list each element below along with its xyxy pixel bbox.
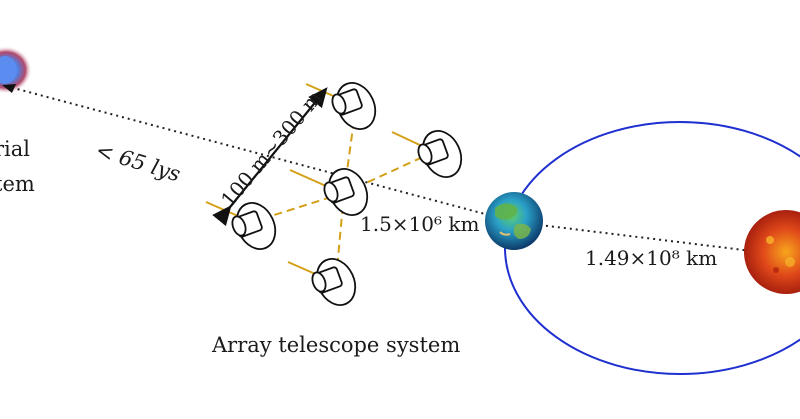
l2-distance-label: 1.5×10⁶ km [360, 212, 480, 236]
telescope-left [205, 201, 277, 250]
earth-sun-distance-label: 1.49×10⁸ km [585, 246, 718, 270]
earth-sun-dotted [539, 224, 761, 253]
array-caption: Array telescope system [212, 333, 461, 357]
target-system-label-line1: rial [0, 137, 30, 161]
telescope-right [391, 130, 463, 178]
telescope-center [289, 168, 369, 216]
target-system-label-line2: tem [0, 172, 35, 196]
earth [485, 192, 543, 250]
baseline-arrow [212, 87, 328, 227]
star-arrow-head [2, 84, 16, 93]
target-star-system [0, 46, 32, 94]
telescope-bottom [287, 258, 357, 306]
line-of-sight-dotted [5, 85, 501, 219]
sun [744, 210, 800, 294]
